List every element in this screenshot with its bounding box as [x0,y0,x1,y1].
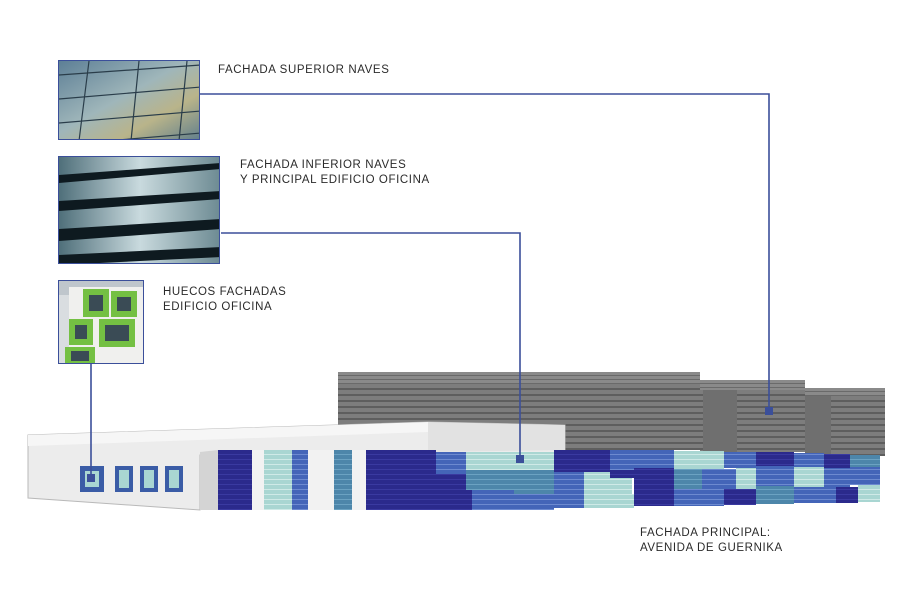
label-upper-facade: FACHADA SUPERIOR NAVES [218,63,389,78]
label-main-line1: FACHADA PRINCIPAL: [640,527,771,539]
leader-line-upper [200,93,770,411]
main-facade-panels [218,450,880,510]
label-main-line2: AVENIDA DE GUERNIKA [640,542,783,554]
thumbnail-upper-facade [58,60,200,140]
label-upper-line1: FACHADA SUPERIOR NAVES [218,64,390,76]
marker-upper [765,407,773,415]
label-openings-line2: EDIFICIO OFICINA [163,301,273,313]
label-openings-line1: HUECOS FACHADAS [163,286,287,298]
label-lower-line1: FACHADA INFERIOR NAVES [240,159,407,171]
warehouse-blocks [338,372,885,456]
label-office-openings: HUECOS FACHADAS EDIFICIO OFICINA [163,285,286,315]
marker-openings [87,474,95,482]
label-lower-facade: FACHADA INFERIOR NAVES Y PRINCIPAL EDIFI… [240,158,430,188]
thumbnail-office-openings [58,280,144,364]
green-windows-image [59,281,143,363]
label-main-facade: FACHADA PRINCIPAL: AVENIDA DE GUERNIKA [640,526,783,556]
thumbnail-lower-facade [58,156,220,264]
glass-panels-image [59,61,199,139]
office-building [27,421,566,511]
leader-line-lower [221,232,521,459]
marker-lower [516,455,524,463]
metal-strips-image [59,157,219,263]
label-lower-line2: Y PRINCIPAL EDIFICIO OFICINA [240,174,430,186]
